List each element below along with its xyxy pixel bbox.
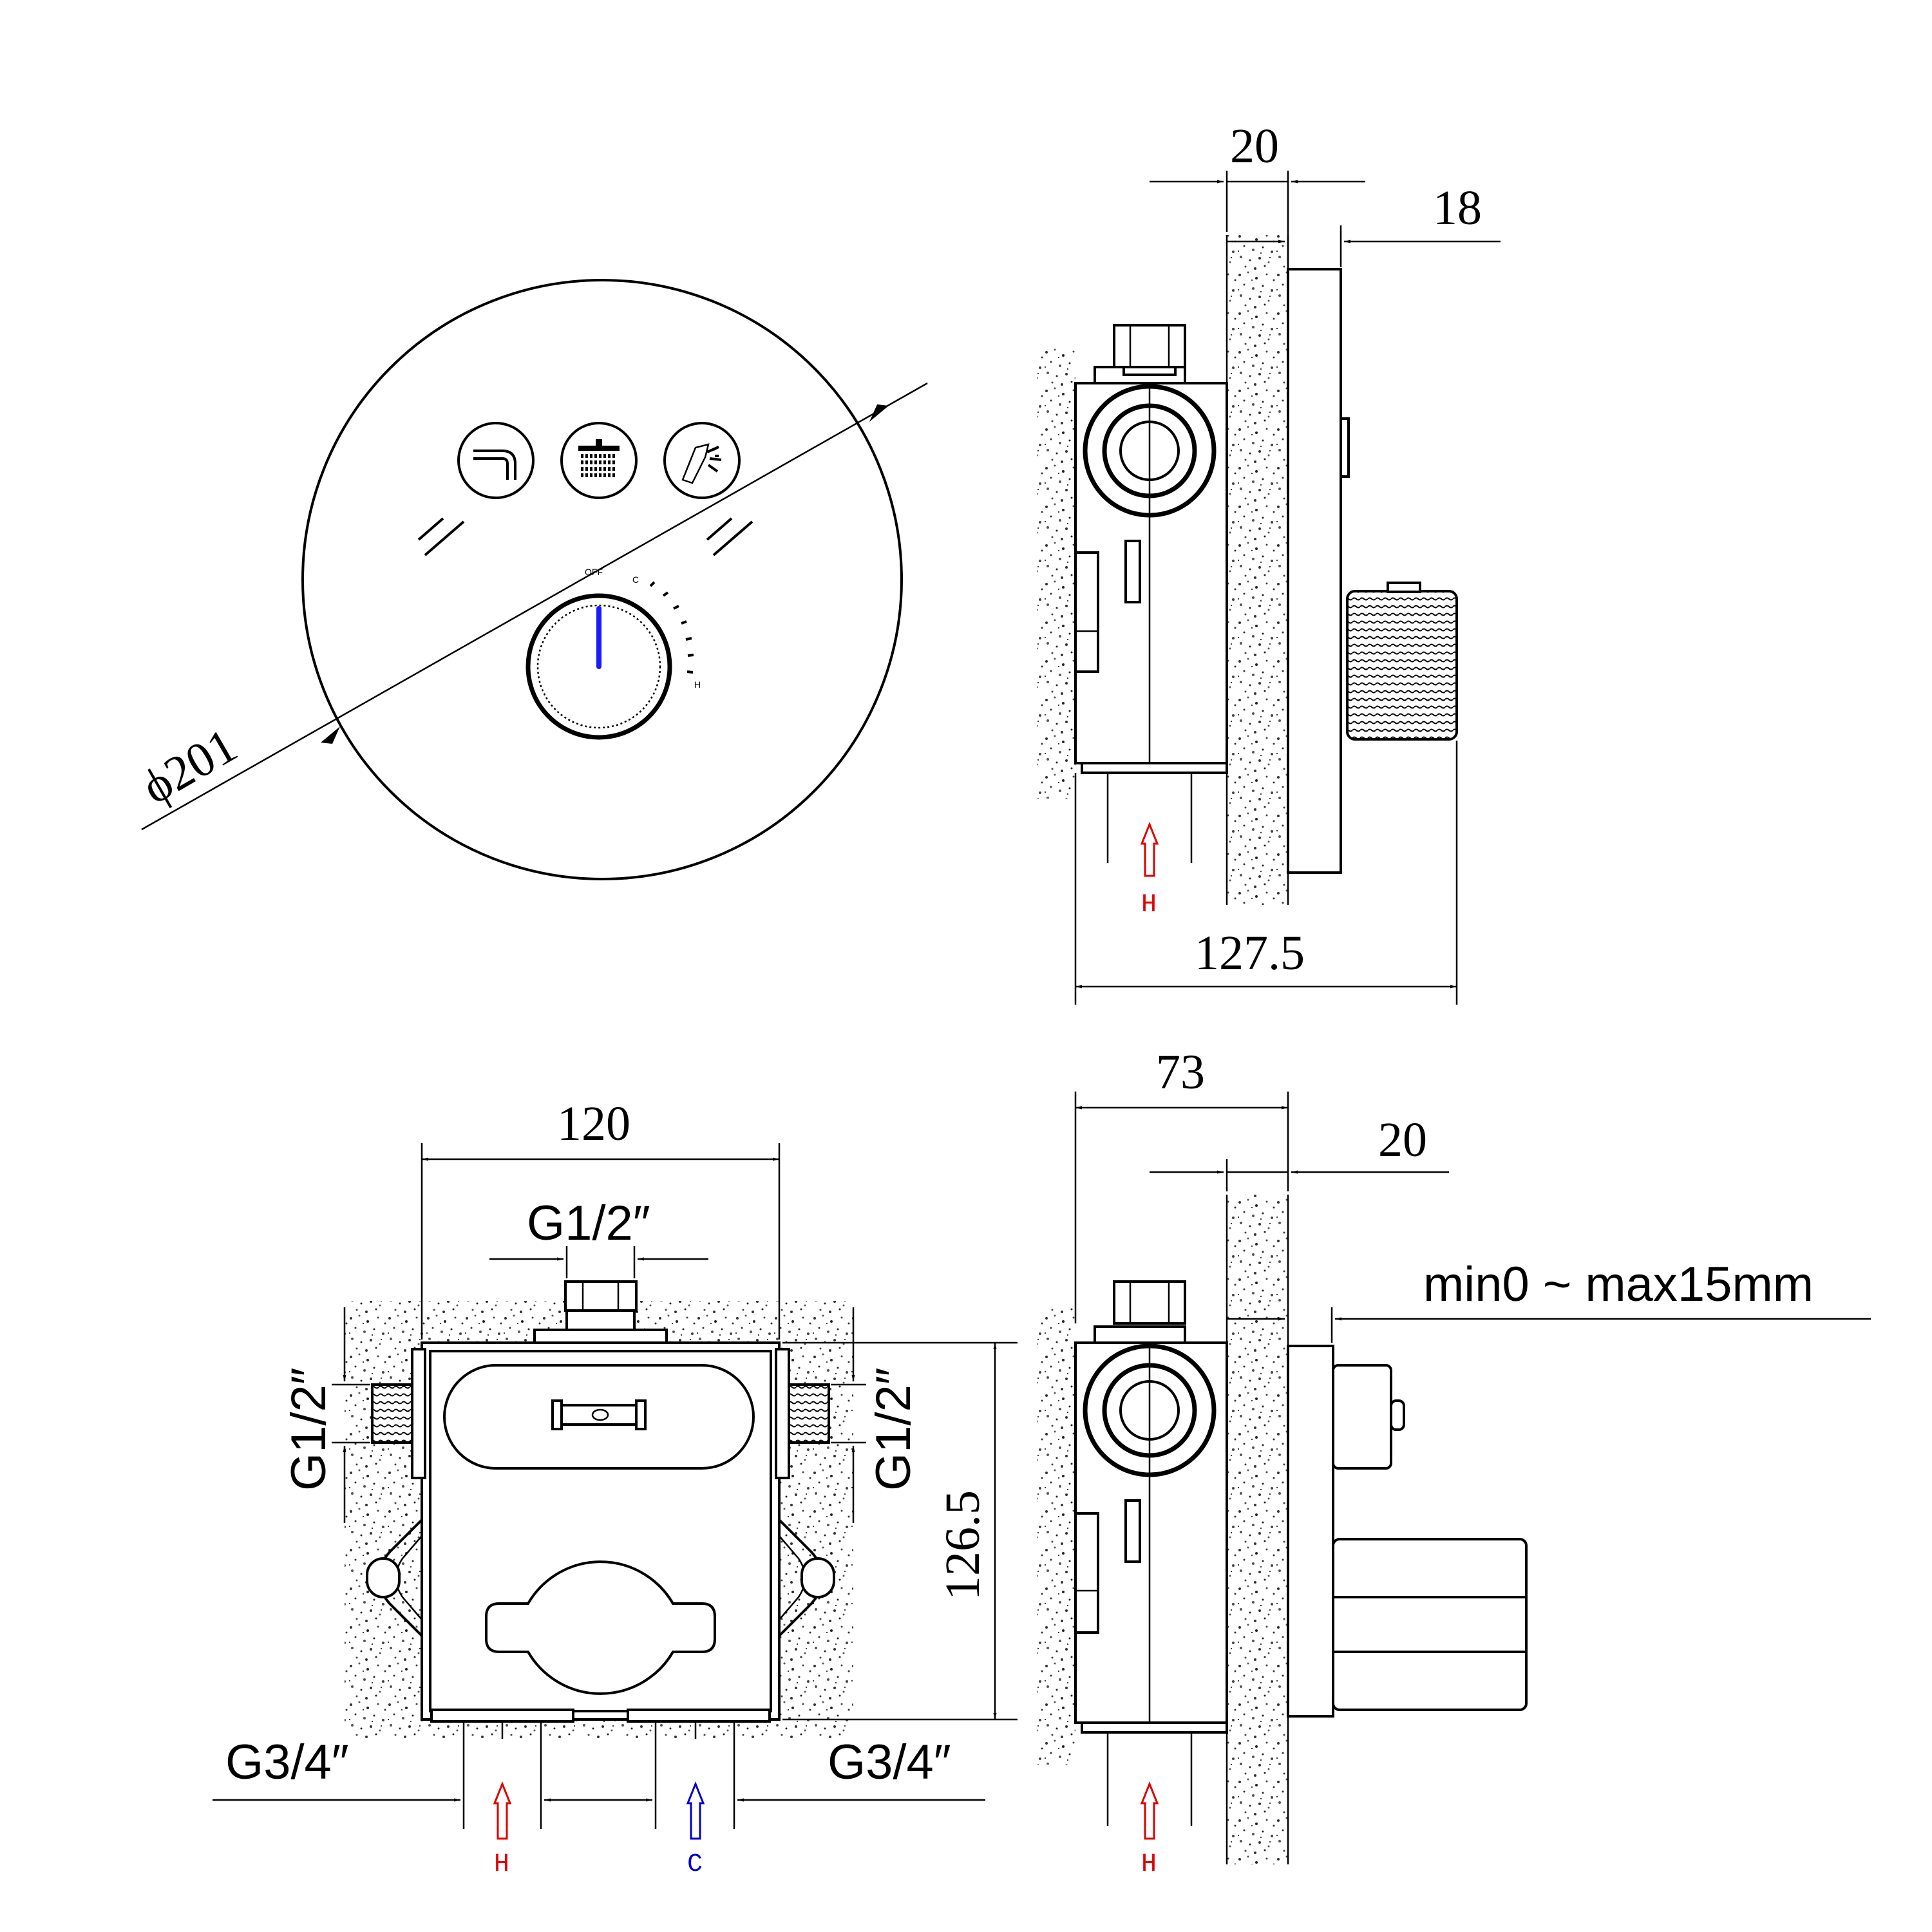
wall-thickness-dim-top: 20 [1230, 119, 1279, 173]
diameter-dimension-line [141, 382, 928, 831]
break-mark-left [417, 517, 465, 556]
level-window [443, 1364, 755, 1470]
cover-plate-outline [301, 279, 903, 880]
wall-section-bottom [1227, 1195, 1288, 1864]
plaster-left-bottom [1037, 1307, 1075, 1765]
front-hot-inlet-arrow [493, 1781, 512, 1840]
hot-inlet-arrow [1140, 821, 1159, 877]
top-nut-front [564, 1280, 638, 1312]
height-dim: 126.5 [936, 1490, 990, 1600]
wall-thickness-dim-bottom: 20 [1378, 1113, 1427, 1167]
hot-inlet-arrow-bottom [1140, 1781, 1159, 1840]
width-dim: 120 [557, 1097, 630, 1151]
front-view-body: H C 120 G1/2″ G1/2″ G1/2″ 126.5 [213, 1097, 1018, 1879]
hot-inlet-label: H [1141, 891, 1157, 920]
front-hot-inlet-label: H [494, 1850, 509, 1879]
top-hex-nut-bottom [1113, 1280, 1186, 1325]
depth-dim: 127.5 [1195, 926, 1305, 980]
temperature-scale [649, 581, 694, 674]
dial-cold-label: C [632, 574, 639, 585]
rain-shower-button[interactable] [560, 422, 638, 499]
right-thread [788, 1383, 830, 1444]
plate-thickness-dim: 18 [1433, 181, 1482, 235]
body-depth-dim: 73 [1156, 1045, 1205, 1099]
protective-cap [485, 1560, 716, 1695]
button-nub [1340, 417, 1350, 478]
diameter-label: ϕ201 [133, 718, 246, 815]
diameter-arrow-start [321, 726, 340, 744]
valve-body [1074, 382, 1228, 764]
spout-icon [473, 450, 516, 480]
cartridge-housing [1287, 1345, 1334, 1718]
rain-shower-icon [578, 439, 620, 477]
front-cold-inlet-label: C [687, 1850, 703, 1879]
bottom-left-thread-dim: G3/4″ [225, 1735, 349, 1790]
hot-inlet-label-bottom: H [1141, 1850, 1157, 1879]
right-thread-dim: G1/2″ [866, 1367, 921, 1491]
installation-depth-range: min0 ~ max15mm [1423, 1257, 1814, 1312]
side-view-bottom: H 73 20 min0 ~ max15mm [1037, 1045, 1871, 1879]
side-view-top: H 20 18 127.5 [1037, 119, 1501, 1005]
front-cold-inlet-arrow [686, 1781, 705, 1840]
dial-hot-label: H [694, 679, 701, 690]
wall-section [1227, 235, 1288, 905]
left-thread [371, 1383, 413, 1444]
hand-shower-icon [681, 443, 722, 484]
side-bracket-bottom [1074, 1512, 1099, 1634]
spout-button[interactable] [457, 422, 535, 499]
bottom-right-thread-dim: G3/4″ [828, 1735, 951, 1790]
plaster-left [1037, 348, 1075, 799]
thermostatic-spindle [1332, 1538, 1528, 1711]
front-panel-view: ϕ201 [133, 279, 928, 880]
body-housing [421, 1341, 781, 1721]
dial-off-label: OFF [585, 567, 603, 577]
cover-plate [1287, 268, 1342, 874]
outlet-port [1083, 384, 1217, 518]
top-thread-dim: G1/2″ [527, 1196, 650, 1251]
side-bracket [1074, 551, 1099, 673]
left-thread-dim: G1/2″ [281, 1367, 336, 1491]
hand-shower-button[interactable] [663, 422, 741, 499]
outlet-port-bottom [1083, 1343, 1217, 1477]
diverter-spindle [1332, 1364, 1392, 1470]
temperature-knob [1346, 590, 1458, 741]
top-hex-nut [1113, 324, 1186, 368]
break-mark-right [706, 517, 753, 556]
temperature-dial[interactable]: OFF C H [526, 567, 701, 740]
diameter-arrow-end [869, 404, 889, 422]
